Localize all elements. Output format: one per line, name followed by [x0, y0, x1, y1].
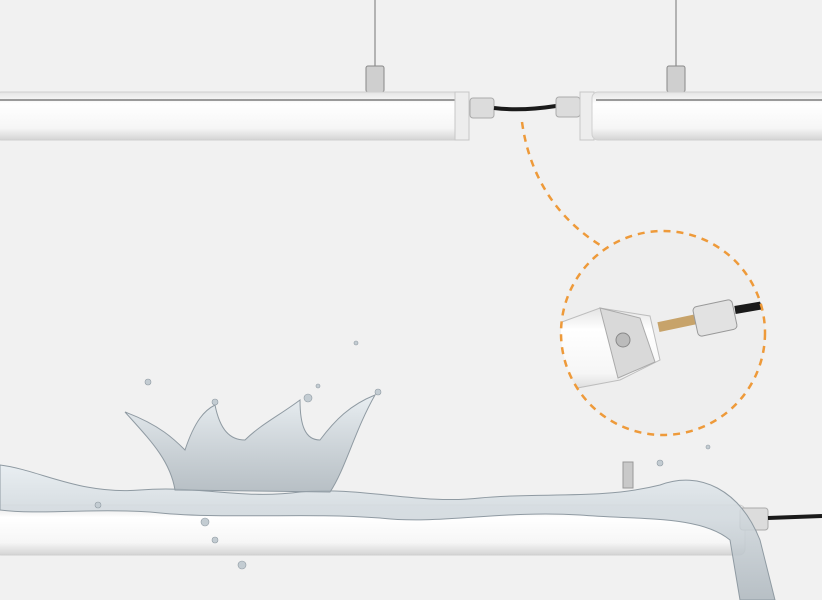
water-splash-icon [0, 340, 776, 600]
connector-cable [493, 104, 557, 112]
tube-light-left [0, 91, 495, 141]
hanger-clip-icon [365, 65, 686, 93]
suspension-wire-icon [374, 0, 677, 70]
callout-dashed-line [520, 121, 601, 247]
zoom-inset-circle-icon [559, 229, 767, 437]
tube-light-right [555, 91, 822, 141]
